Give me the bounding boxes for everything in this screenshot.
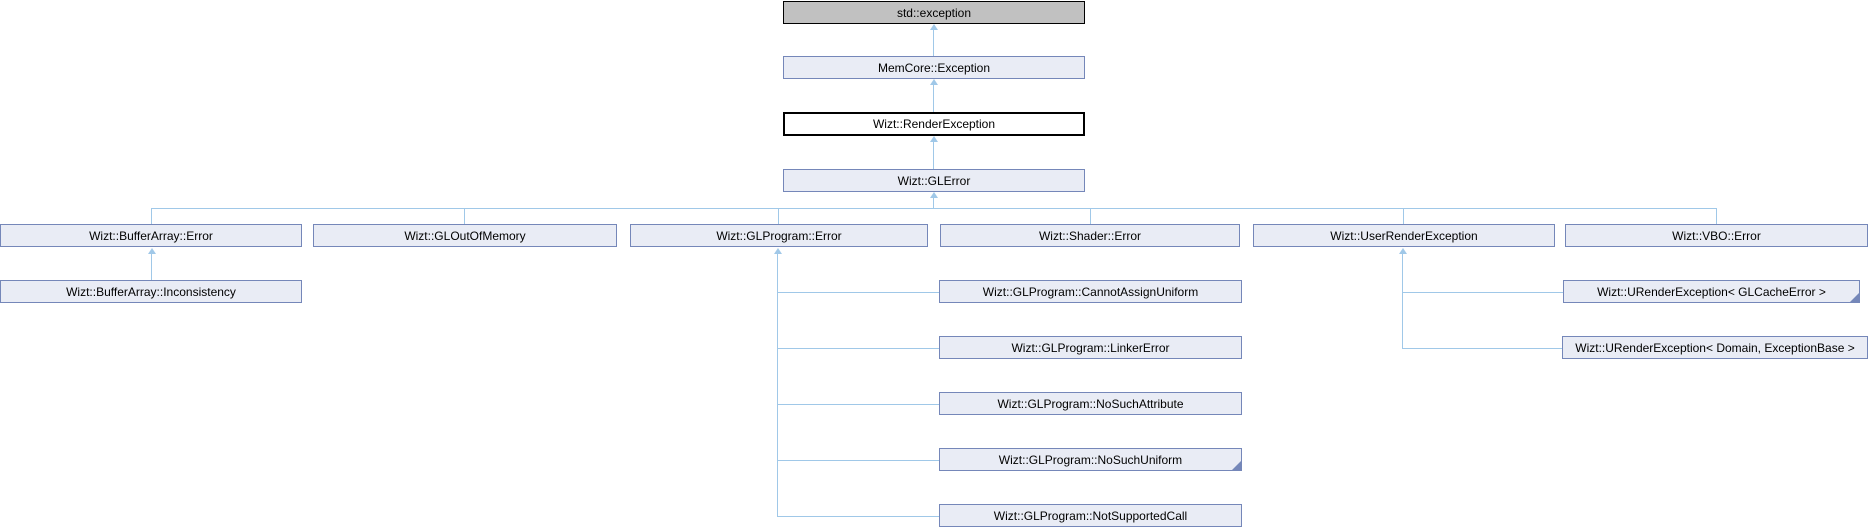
edge-line <box>777 252 778 517</box>
class-node-wizt-shader-error[interactable]: Wizt::Shader::Error <box>940 224 1240 247</box>
class-node-wizt-userrenderexception[interactable]: Wizt::UserRenderException <box>1253 224 1555 247</box>
class-node-label: Wizt::GLError <box>897 173 971 188</box>
class-node-label: Wizt::BufferArray::Error <box>89 228 213 243</box>
edge-line <box>777 516 939 517</box>
edge-line <box>777 404 939 405</box>
edge-line <box>777 348 939 349</box>
class-node-label: Wizt::UserRenderException <box>1330 228 1478 243</box>
class-node-wizt-glprogram-nosuchuniform[interactable]: Wizt::GLProgram::NoSuchUniform <box>939 448 1242 471</box>
edge-line <box>777 292 939 293</box>
edge-line <box>777 460 939 461</box>
class-node-wizt-bufferarray-error[interactable]: Wizt::BufferArray::Error <box>0 224 302 247</box>
inheritance-arrowhead-icon <box>1399 248 1407 254</box>
class-node-label: Wizt::GLProgram::CannotAssignUniform <box>982 284 1199 299</box>
edge-line <box>933 83 934 112</box>
class-node-wizt-glprogram-linkererror[interactable]: Wizt::GLProgram::LinkerError <box>939 336 1242 359</box>
inheritance-arrowhead-icon <box>930 192 938 198</box>
class-node-memcore-exception[interactable]: MemCore::Exception <box>783 56 1085 79</box>
class-node-wizt-renderexception: Wizt::RenderException <box>783 112 1085 136</box>
class-node-wizt-glprogram-cannotassignuniform[interactable]: Wizt::GLProgram::CannotAssignUniform <box>939 280 1242 303</box>
edge-line <box>1402 252 1403 349</box>
class-node-wizt-glerror[interactable]: Wizt::GLError <box>783 169 1085 192</box>
class-node-wizt-glprogram-notsupportedcall[interactable]: Wizt::GLProgram::NotSupportedCall <box>939 504 1242 527</box>
edge-line <box>1402 348 1562 349</box>
class-node-label: Wizt::BufferArray::Inconsistency <box>66 284 236 299</box>
class-node-label: Wizt::GLProgram::NotSupportedCall <box>993 508 1188 523</box>
edge-line <box>151 252 152 280</box>
class-node-wizt-bufferarray-inconsistency[interactable]: Wizt::BufferArray::Inconsistency <box>0 280 302 303</box>
edge-line <box>933 28 934 56</box>
inheritance-arrowhead-icon <box>930 24 938 30</box>
edge-line <box>1716 208 1717 224</box>
inheritance-arrowhead-icon <box>930 136 938 142</box>
class-node-label: Wizt::Shader::Error <box>1038 228 1142 243</box>
edge-line <box>151 208 152 224</box>
class-node-wizt-urenderexception-domain-exceptionbase[interactable]: Wizt::URenderException< Domain, Exceptio… <box>1562 336 1868 359</box>
edge-line <box>778 208 779 224</box>
truncated-corner-icon <box>1232 461 1241 470</box>
inheritance-arrowhead-icon <box>774 248 782 254</box>
class-node-wizt-vbo-error[interactable]: Wizt::VBO::Error <box>1565 224 1868 247</box>
class-node-label: MemCore::Exception <box>877 60 991 75</box>
edge-line <box>1403 208 1404 224</box>
inheritance-arrowhead-icon <box>930 79 938 85</box>
edge-line <box>464 208 465 224</box>
class-node-label: Wizt::URenderException< GLCacheError > <box>1597 284 1826 299</box>
class-node-label: Wizt::GLProgram::NoSuchAttribute <box>997 396 1184 411</box>
class-node-label: Wizt::GLOutOfMemory <box>404 228 526 243</box>
edge-line <box>1090 208 1091 224</box>
edge-line <box>1402 292 1563 293</box>
edge-line <box>933 140 934 169</box>
truncated-corner-icon <box>1850 293 1859 302</box>
inheritance-arrowhead-icon <box>148 248 156 254</box>
class-node-wizt-glprogram-nosuchattribute[interactable]: Wizt::GLProgram::NoSuchAttribute <box>939 392 1242 415</box>
class-node-wizt-urenderexception-glcacheerror[interactable]: Wizt::URenderException< GLCacheError > <box>1563 280 1860 303</box>
class-node-label: Wizt::RenderException <box>872 117 996 131</box>
class-node-wizt-glprogram-error[interactable]: Wizt::GLProgram::Error <box>630 224 928 247</box>
class-node-label: Wizt::URenderException< Domain, Exceptio… <box>1575 340 1855 355</box>
class-node-wizt-gloutofmemory[interactable]: Wizt::GLOutOfMemory <box>313 224 617 247</box>
class-node-label: Wizt::GLProgram::NoSuchUniform <box>998 452 1183 467</box>
class-node-std-exception: std::exception <box>783 1 1085 24</box>
class-node-label: Wizt::GLProgram::Error <box>716 228 842 243</box>
class-node-label: std::exception <box>896 5 972 20</box>
edge-line <box>933 196 934 209</box>
edge-line <box>151 208 1717 209</box>
class-node-label: Wizt::VBO::Error <box>1672 228 1761 243</box>
class-node-label: Wizt::GLProgram::LinkerError <box>1011 340 1170 355</box>
